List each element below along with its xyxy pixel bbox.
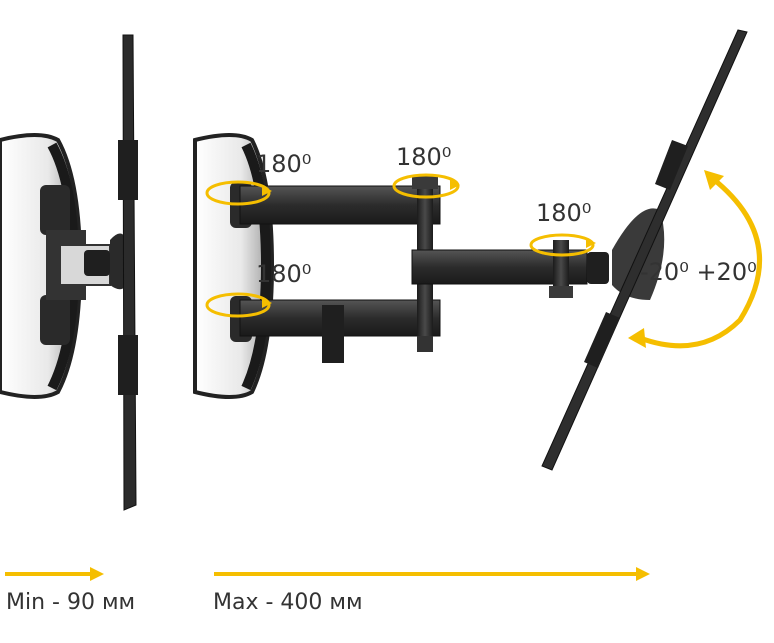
tilt-range-label: -20⁰ +20⁰: [640, 258, 757, 286]
rotation-label-top-middle: 180⁰: [396, 143, 452, 171]
rotation-label-right: 180⁰: [536, 199, 592, 227]
min-arrow-head-icon: [90, 567, 104, 581]
mount-folded-view: [0, 34, 138, 511]
min-depth-label: Min - 90 мм: [6, 590, 136, 615]
rotation-label-top-left: 180⁰: [256, 150, 312, 178]
rotation-arrowheads: [262, 180, 596, 308]
rotation-ellipse-top-left: [205, 180, 271, 206]
dimension-arrows: [5, 567, 650, 581]
max-arrow-head-icon: [636, 567, 650, 581]
rotation-ellipse-right: [529, 233, 595, 257]
tilt-arrow-top-icon: [704, 170, 724, 190]
vesa-plate-tilted: [541, 29, 748, 471]
tilt-arc: [628, 170, 762, 349]
tilt-arrow-bottom-icon: [628, 328, 646, 348]
rotation-ellipse-bottom-left: [205, 292, 271, 318]
rotation-label-bottom-left: 180⁰: [256, 260, 312, 288]
max-depth-label: Max - 400 мм: [213, 590, 363, 615]
